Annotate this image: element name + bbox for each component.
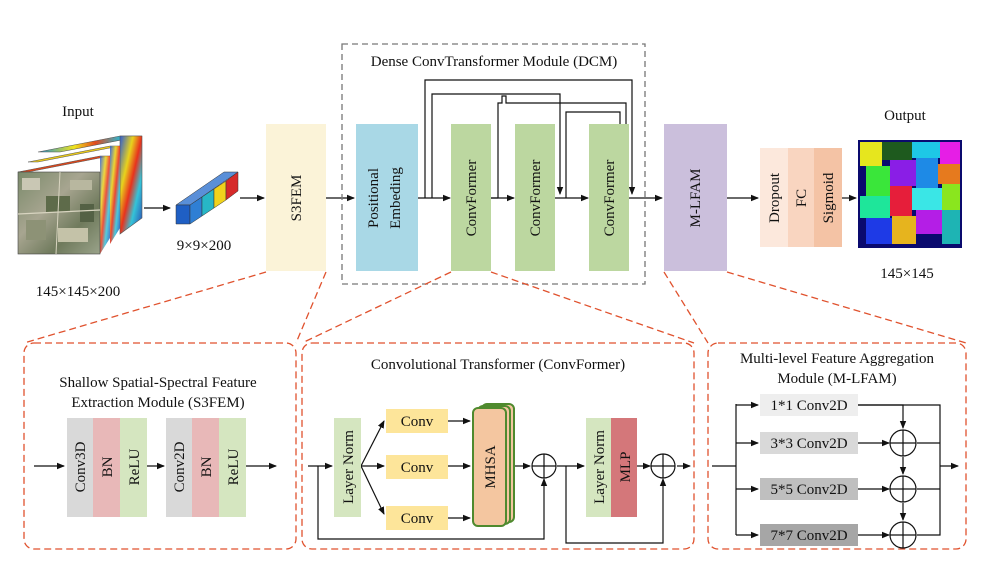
sum-node-3 [889, 521, 917, 549]
s3fem-detail-title-2: Extraction Module (S3FEM) [71, 395, 244, 411]
fc-block[interactable] [788, 148, 814, 247]
layer-norm-block-1[interactable] [334, 418, 361, 517]
connector-mlfam-right [726, 271, 967, 344]
s3fem-label: S3FEM [289, 175, 305, 222]
dcm-title: Dense ConvTransformer Module (DCM) [371, 54, 618, 70]
conv-label-3: Conv [401, 511, 434, 527]
mlfam-detail-frame [707, 342, 967, 550]
conv2d-3x3-block[interactable] [760, 432, 858, 454]
output-dims: 145×145 [880, 266, 933, 282]
patch-dims: 9×9×200 [177, 238, 231, 254]
connector-s3fem-right [295, 271, 327, 344]
dcm-box [341, 43, 646, 285]
dropout-block[interactable] [760, 148, 788, 247]
conv-label-1: Conv [401, 414, 434, 430]
s3fem-detail-title-1: Shallow Spatial-Spectral Feature [59, 375, 257, 391]
mlfam-detail-title-1: Multi-level Feature Aggregation [740, 351, 935, 367]
conv-label-2: Conv [401, 460, 434, 476]
add-node-2 [650, 453, 676, 479]
relu-block-1[interactable] [120, 418, 147, 517]
convformer-wiring [308, 417, 691, 544]
bn-label-1: BN [100, 456, 116, 477]
conv3d-label: Conv3D [73, 441, 89, 492]
convformer-block-1[interactable] [451, 124, 491, 271]
sigmoid-label: Sigmoid [821, 172, 837, 223]
convformer-block-3[interactable] [589, 124, 629, 271]
positional-embedding-block[interactable] [356, 124, 418, 271]
connector-convformer-right [490, 271, 695, 344]
bn-label-2: BN [199, 456, 215, 477]
bn-block-1[interactable] [93, 418, 120, 517]
mhsa-label: MHSA [483, 445, 499, 489]
connector-mlfam-left [663, 271, 709, 344]
sum-node-1 [889, 429, 917, 457]
sum-node-2 [889, 475, 917, 503]
layer-norm-label-1: Layer Norm [341, 430, 357, 504]
connector-s3fem-left [23, 271, 267, 344]
convformer-label-1: ConvFormer [464, 160, 480, 237]
input-dims: 145×145×200 [36, 284, 120, 300]
conv2d-3x3-label: 3*3 Conv2D [770, 436, 847, 452]
conv3d-block[interactable] [67, 418, 93, 517]
positional-label-1: Positional [366, 168, 382, 228]
mlfam-label: M-LFAM [688, 169, 704, 228]
patch-cube-image [175, 171, 239, 225]
relu-label-2: ReLU [226, 449, 242, 486]
dense-connections [418, 79, 663, 202]
conv2d-5x5-block[interactable] [760, 478, 858, 500]
layer-norm-label-2: Layer Norm [592, 430, 608, 504]
mhsa-stack[interactable] [472, 403, 515, 527]
convformer-detail-frame [301, 342, 695, 550]
dropout-label: Dropout [767, 172, 783, 223]
s3fem-block[interactable] [266, 124, 326, 271]
s3fem-detail-frame [23, 342, 297, 550]
conv-block-3[interactable] [386, 506, 448, 530]
output-title: Output [884, 108, 927, 124]
mlfam-detail-title-2: Module (M-LFAM) [777, 371, 896, 387]
layer-norm-block-2[interactable] [586, 418, 611, 517]
convformer-block-2[interactable] [515, 124, 555, 271]
mlp-block[interactable] [611, 418, 637, 517]
input-cube-image [17, 135, 143, 255]
conv2d-1x1-label: 1*1 Conv2D [770, 398, 847, 414]
conv2d-7x7-label: 7*7 Conv2D [770, 528, 847, 544]
sigmoid-block[interactable] [814, 148, 842, 247]
fc-label: FC [794, 189, 810, 207]
relu-label-1: ReLU [127, 449, 143, 486]
input-title: Input [62, 104, 94, 120]
mlfam-block[interactable] [664, 124, 727, 271]
positional-label-2: Embeding [388, 167, 404, 229]
mlp-label: MLP [618, 452, 634, 483]
convformer-label-2: ConvFormer [528, 160, 544, 237]
output-map-image [858, 140, 962, 248]
conv2d-label: Conv2D [172, 441, 188, 492]
bn-block-2[interactable] [192, 418, 219, 517]
conv2d-7x7-block[interactable] [760, 524, 858, 546]
conv2d-block[interactable] [166, 418, 192, 517]
mlfam-wiring [712, 401, 959, 539]
add-node-1 [531, 453, 557, 479]
connector-convformer-left [301, 271, 452, 344]
conv-block-2[interactable] [386, 455, 448, 479]
convformer-detail-title: Convolutional Transformer (ConvFormer) [371, 357, 625, 373]
relu-block-2[interactable] [219, 418, 246, 517]
conv-block-1[interactable] [386, 409, 448, 433]
convformer-label-3: ConvFormer [602, 160, 618, 237]
conv2d-5x5-label: 5*5 Conv2D [770, 482, 847, 498]
conv2d-1x1-block[interactable] [760, 394, 858, 416]
